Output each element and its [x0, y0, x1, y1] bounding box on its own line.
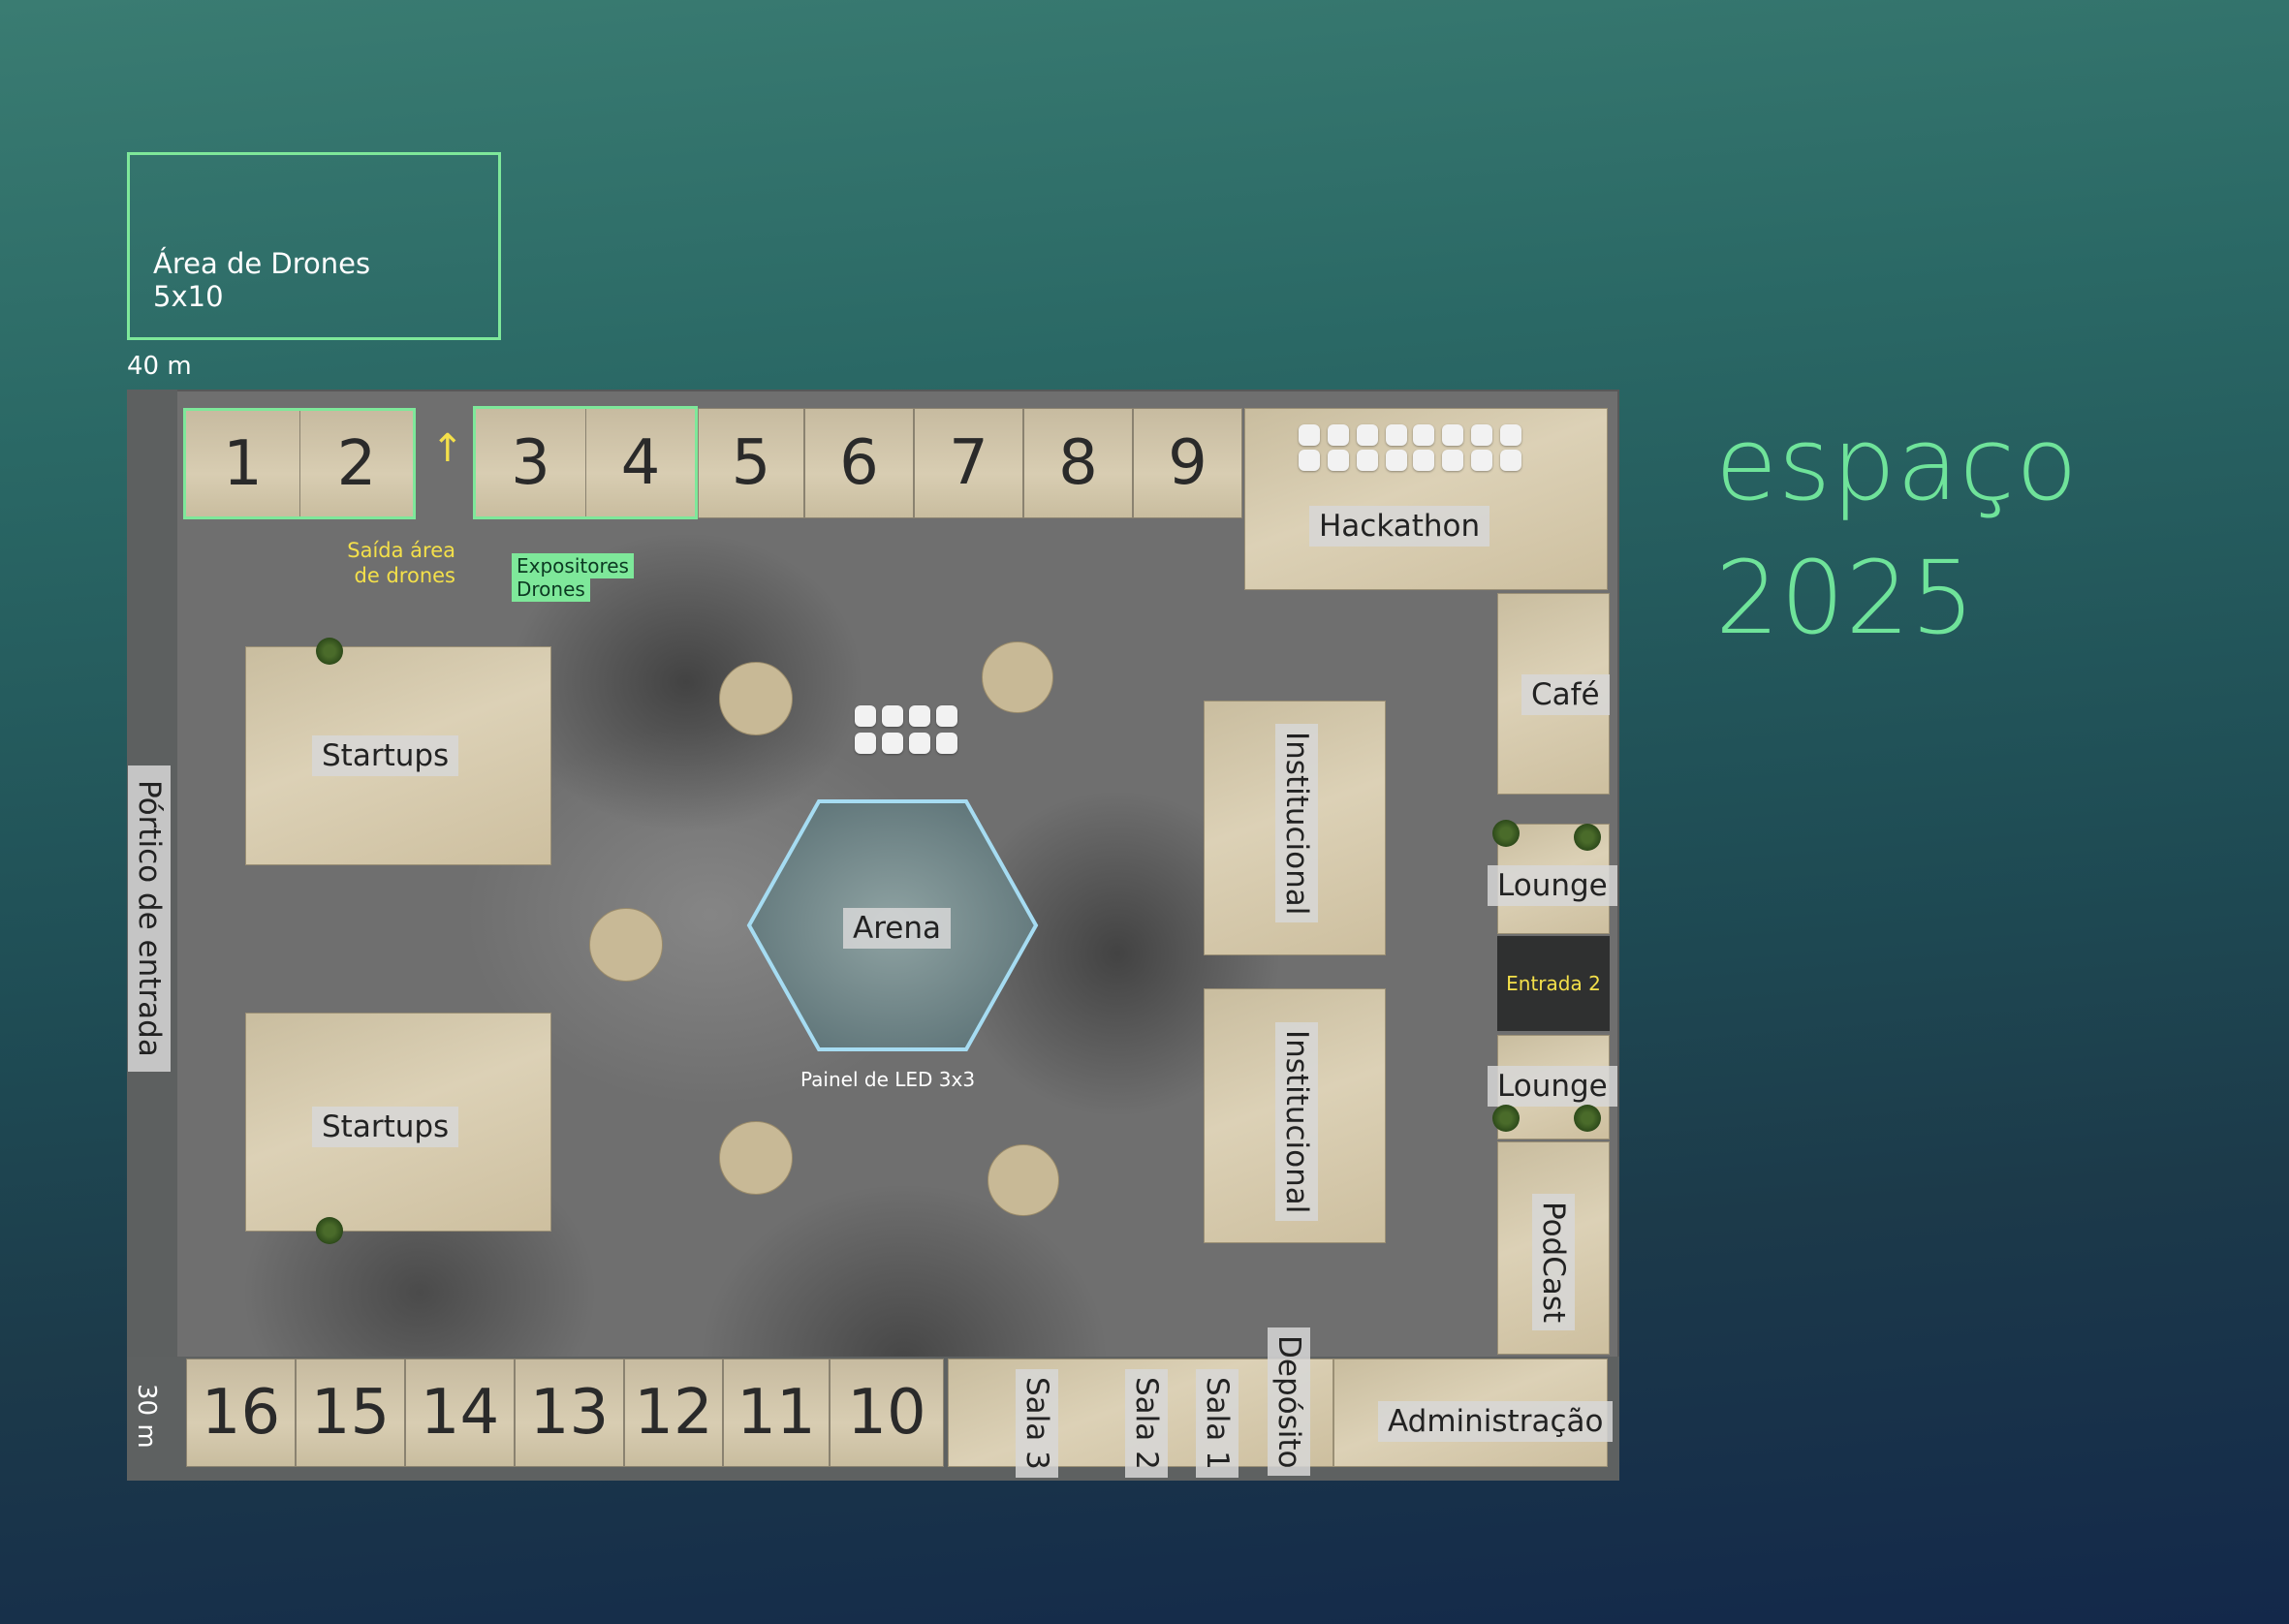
- startups-label-bottom: Startups: [312, 1107, 459, 1147]
- booth-11[interactable]: 11: [723, 1359, 830, 1467]
- booth-7[interactable]: 7: [914, 408, 1023, 518]
- page-title: espaço 2025: [1715, 397, 2079, 665]
- booth-4[interactable]: 4: [585, 409, 695, 516]
- booth-number: 4: [620, 426, 661, 499]
- booth-13[interactable]: 13: [515, 1359, 624, 1467]
- booth-16[interactable]: 16: [186, 1359, 296, 1467]
- hackathon-label: Hackathon: [1309, 506, 1490, 547]
- booth-number: 14: [420, 1377, 500, 1449]
- booth-number: 11: [737, 1377, 816, 1449]
- room-2-label[interactable]: Sala 2: [1125, 1369, 1168, 1478]
- plant-icon: [1574, 1105, 1601, 1132]
- drone-exhibitors-line-2: Drones: [512, 577, 590, 602]
- booth-number: 16: [201, 1377, 281, 1449]
- booth-12[interactable]: 12: [624, 1359, 723, 1467]
- plant-icon: [1492, 820, 1520, 847]
- round-table: [719, 662, 793, 735]
- podcast-zone[interactable]: [1497, 1141, 1610, 1355]
- booth-number: 7: [949, 427, 988, 499]
- booth-number: 1: [223, 427, 263, 500]
- administration-label: Administração: [1378, 1401, 1614, 1442]
- booth-9[interactable]: 9: [1133, 408, 1242, 518]
- booth-number: 6: [839, 427, 879, 499]
- plant-icon: [1492, 1105, 1520, 1132]
- institutional-label-bottom: Institucional: [1275, 1022, 1318, 1222]
- arena-seats-top: [855, 705, 957, 754]
- booth-1[interactable]: 1: [186, 411, 299, 516]
- drone-exhibitors-line-1: Expositores: [512, 553, 634, 578]
- drone-area-size: 5x10: [153, 280, 224, 313]
- booth-number: 2: [336, 427, 377, 500]
- institutional-label-top: Institucional: [1275, 724, 1318, 923]
- entrance-2[interactable]: Entrada 2: [1497, 936, 1610, 1031]
- booth-15[interactable]: 15: [296, 1359, 405, 1467]
- plant-icon: [316, 638, 343, 665]
- podcast-label: PodCast: [1532, 1194, 1575, 1331]
- booth-number: 12: [634, 1377, 713, 1449]
- booth-5[interactable]: 5: [698, 408, 804, 518]
- cafe-label: Café: [1521, 674, 1610, 715]
- startups-label-top: Startups: [312, 735, 459, 776]
- room-1-label[interactable]: Sala 1: [1196, 1369, 1239, 1478]
- entrance-portico-label: Pórtico de entrada: [128, 765, 171, 1072]
- booth-number: 10: [847, 1377, 926, 1449]
- height-dimension: 30 m: [132, 1384, 161, 1449]
- led-panel-label: Painel de LED 3x3: [800, 1068, 976, 1091]
- booth-number: 3: [511, 426, 550, 499]
- booth-number: 5: [731, 427, 771, 499]
- round-table: [988, 1144, 1059, 1216]
- drone-area-outline: [127, 152, 501, 340]
- entrance-2-label: Entrada 2: [1506, 972, 1601, 995]
- booth-number: 8: [1058, 427, 1098, 499]
- booth-3[interactable]: 3: [476, 409, 585, 516]
- booth-number: 15: [310, 1377, 391, 1449]
- plant-icon: [316, 1217, 343, 1244]
- drone-exit-label: Saída área de drones: [329, 538, 455, 588]
- booth-number: 9: [1168, 427, 1207, 499]
- booth-10[interactable]: 10: [830, 1359, 944, 1467]
- plant-icon: [1574, 824, 1601, 851]
- booth-6[interactable]: 6: [804, 408, 914, 518]
- width-dimension: 40 m: [127, 352, 192, 381]
- booth-number: 13: [529, 1377, 610, 1449]
- booth-2[interactable]: 2: [299, 411, 413, 516]
- drone-exit-line-2: de drones: [354, 564, 455, 587]
- booth-14[interactable]: 14: [405, 1359, 515, 1467]
- drone-exit-line-1: Saída área: [347, 539, 455, 562]
- title-line-1: espaço: [1715, 405, 2079, 523]
- hackathon-seats-left: [1299, 424, 1411, 471]
- storage-label[interactable]: Depósito: [1268, 1327, 1310, 1477]
- title-line-2: 2025: [1715, 539, 1976, 657]
- arena-label: Arena: [843, 908, 951, 949]
- lounge-label-top: Lounge: [1488, 865, 1617, 906]
- round-table: [982, 641, 1053, 713]
- round-table: [589, 908, 663, 982]
- hackathon-seats-right: [1413, 424, 1525, 471]
- arrow-up-icon: ↑: [431, 426, 464, 471]
- booth-8[interactable]: 8: [1023, 408, 1133, 518]
- round-table: [719, 1121, 793, 1195]
- drone-area-label: Área de Drones 5x10: [153, 247, 370, 313]
- drone-area-title: Área de Drones: [153, 247, 371, 280]
- room-3-label[interactable]: Sala 3: [1016, 1369, 1058, 1478]
- lounge-label-bottom: Lounge: [1488, 1066, 1617, 1107]
- drone-exhibitors-tag: Expositores Drones: [512, 553, 634, 602]
